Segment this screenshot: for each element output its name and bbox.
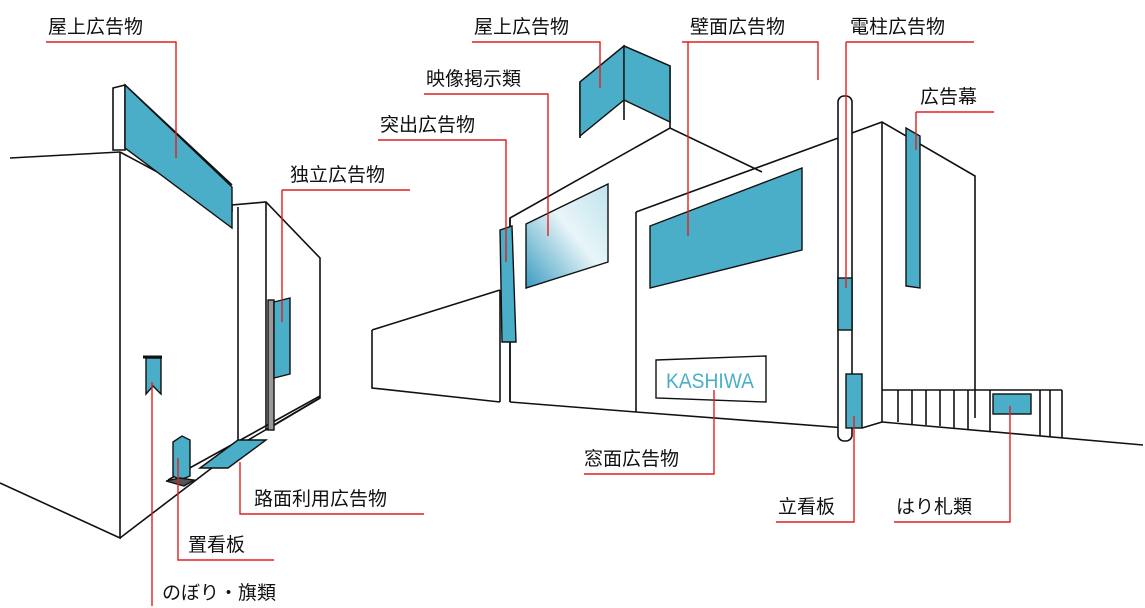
video-screen [525, 182, 609, 289]
label-posters: はり札類 [896, 496, 973, 518]
label-pole: 電柱広告物 [850, 16, 946, 38]
road-sign [197, 439, 269, 469]
poster [992, 393, 1032, 415]
label-standing-board: 立看板 [778, 496, 836, 518]
label-freestanding: 独立広告物 [290, 164, 386, 186]
label-banner-flag: のぼり・旗類 [162, 582, 277, 604]
label-placed-board: 置看板 [188, 534, 246, 556]
rooftop-sign-left [124, 83, 233, 230]
label-wall: 壁面広告物 [690, 16, 786, 38]
wall-sign [649, 166, 803, 289]
label-window: 窓面広告物 [584, 448, 680, 470]
projecting-sign [499, 225, 517, 343]
freestanding-sign [273, 297, 291, 379]
right-signs [499, 44, 1032, 429]
placed-board [172, 435, 191, 481]
rooftop-sign-right [579, 44, 625, 138]
left-signs [124, 83, 291, 487]
window-sign [655, 355, 767, 403]
freestanding-sign-pole [267, 299, 275, 431]
left-street-scene [0, 83, 321, 540]
curtain-sign [905, 126, 921, 289]
label-rooftop-left: 屋上広告物 [48, 16, 144, 38]
right-street-scene [371, 45, 1144, 446]
pole-sign [837, 277, 853, 331]
window-sign-text: KASHIWA [666, 370, 754, 393]
label-projecting: 突出広告物 [380, 114, 476, 136]
label-curtain: 広告幕 [920, 86, 978, 108]
banner-flag [145, 357, 162, 396]
label-road: 路面利用広告物 [254, 488, 388, 510]
label-rooftop-right: 屋上広告物 [474, 16, 570, 38]
leader-lines [46, 41, 1011, 606]
label-video: 映像掲示類 [426, 68, 522, 90]
